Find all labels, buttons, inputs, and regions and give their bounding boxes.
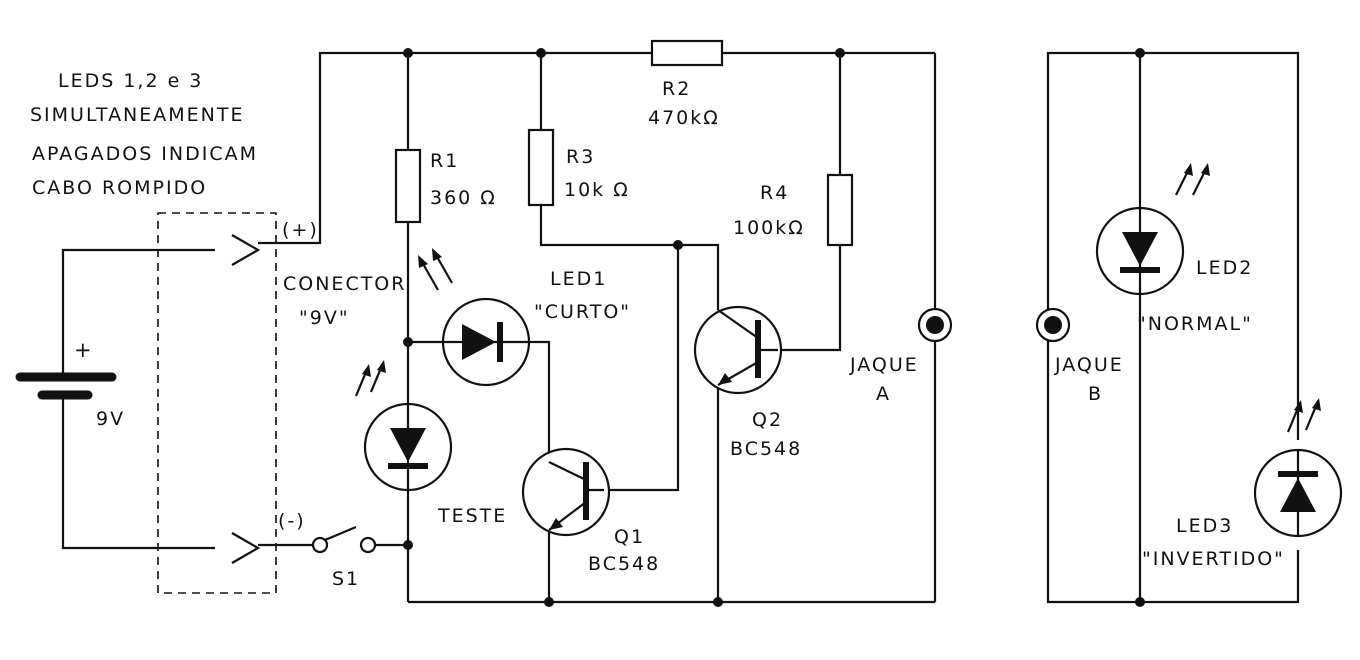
r4-value-label: 100kΩ [733, 217, 805, 239]
led1-function-label: "CURTO" [534, 301, 631, 323]
led-test-diode [354, 360, 453, 492]
resistor-r1 [394, 148, 422, 224]
connector-contact-minus [231, 532, 261, 564]
q1-name-label: Q1 [614, 526, 645, 548]
r1-name-label: R1 [430, 150, 459, 172]
led2-diode [1095, 163, 1210, 296]
jack-b [1035, 307, 1071, 343]
transistor-q1 [521, 447, 611, 537]
led2-name-label: LED2 [1196, 257, 1253, 279]
battery-plus-label: + [74, 338, 94, 362]
q1-part-label: BC548 [588, 553, 660, 575]
battery-symbol [15, 372, 117, 400]
q2-part-label: BC548 [730, 438, 802, 460]
svg-text:SIMULTANEAMENTE: SIMULTANEAMENTE [30, 104, 245, 126]
led3-function-label: "INVERTIDO" [1142, 548, 1285, 570]
r3-value-label: 10k Ω [564, 179, 630, 201]
resistor-r3 [527, 128, 555, 207]
svg-text:CABO ROMPIDO: CABO ROMPIDO [32, 177, 207, 199]
jack-b-label: JAQUE [1054, 354, 1124, 376]
resistor-r2 [650, 39, 724, 67]
connector-box [157, 212, 277, 594]
q2-name-label: Q2 [752, 409, 783, 431]
resistor-r4 [826, 173, 854, 247]
led-test-label: TESTE [437, 505, 507, 527]
wiring-main [61, 51, 937, 604]
led3-name-label: LED3 [1176, 515, 1233, 537]
connector-voltage-label: "9V" [299, 307, 350, 329]
note-text: LEDS 1,2 e 3 SIMULTANEAMENTE APAGADOS IN… [30, 70, 258, 199]
wiring-right [1046, 51, 1300, 604]
r3-name-label: R3 [566, 146, 595, 168]
svg-text:LEDS 1,2 e 3: LEDS 1,2 e 3 [58, 70, 203, 92]
jack-b-id-label: B [1088, 383, 1103, 405]
r2-name-label: R2 [662, 78, 691, 100]
transistor-q2 [693, 305, 783, 395]
jack-a [917, 307, 953, 343]
jack-a-label: JAQUE [849, 354, 919, 376]
r4-name-label: R4 [760, 182, 789, 204]
r1-value-label: 360 Ω [430, 187, 497, 209]
battery-value-label: 9V [96, 408, 125, 430]
r2-value-label: 470kΩ [648, 107, 720, 129]
led2-function-label: "NORMAL" [1137, 313, 1253, 335]
connector-minus-label: (-) [278, 510, 306, 532]
connector-plus-label: (+) [282, 219, 319, 241]
led1-diode [418, 248, 531, 387]
led1-name-label: LED1 [550, 268, 607, 290]
led3-diode [1253, 398, 1343, 538]
connector-contact-plus [231, 234, 261, 266]
svg-text:APAGADOS INDICAM: APAGADOS INDICAM [32, 143, 258, 165]
switch-s1-label: S1 [332, 568, 360, 590]
connector-name-label: CONECTOR [283, 273, 406, 295]
jack-a-id-label: A [876, 383, 891, 405]
switch-s1 [311, 525, 377, 554]
